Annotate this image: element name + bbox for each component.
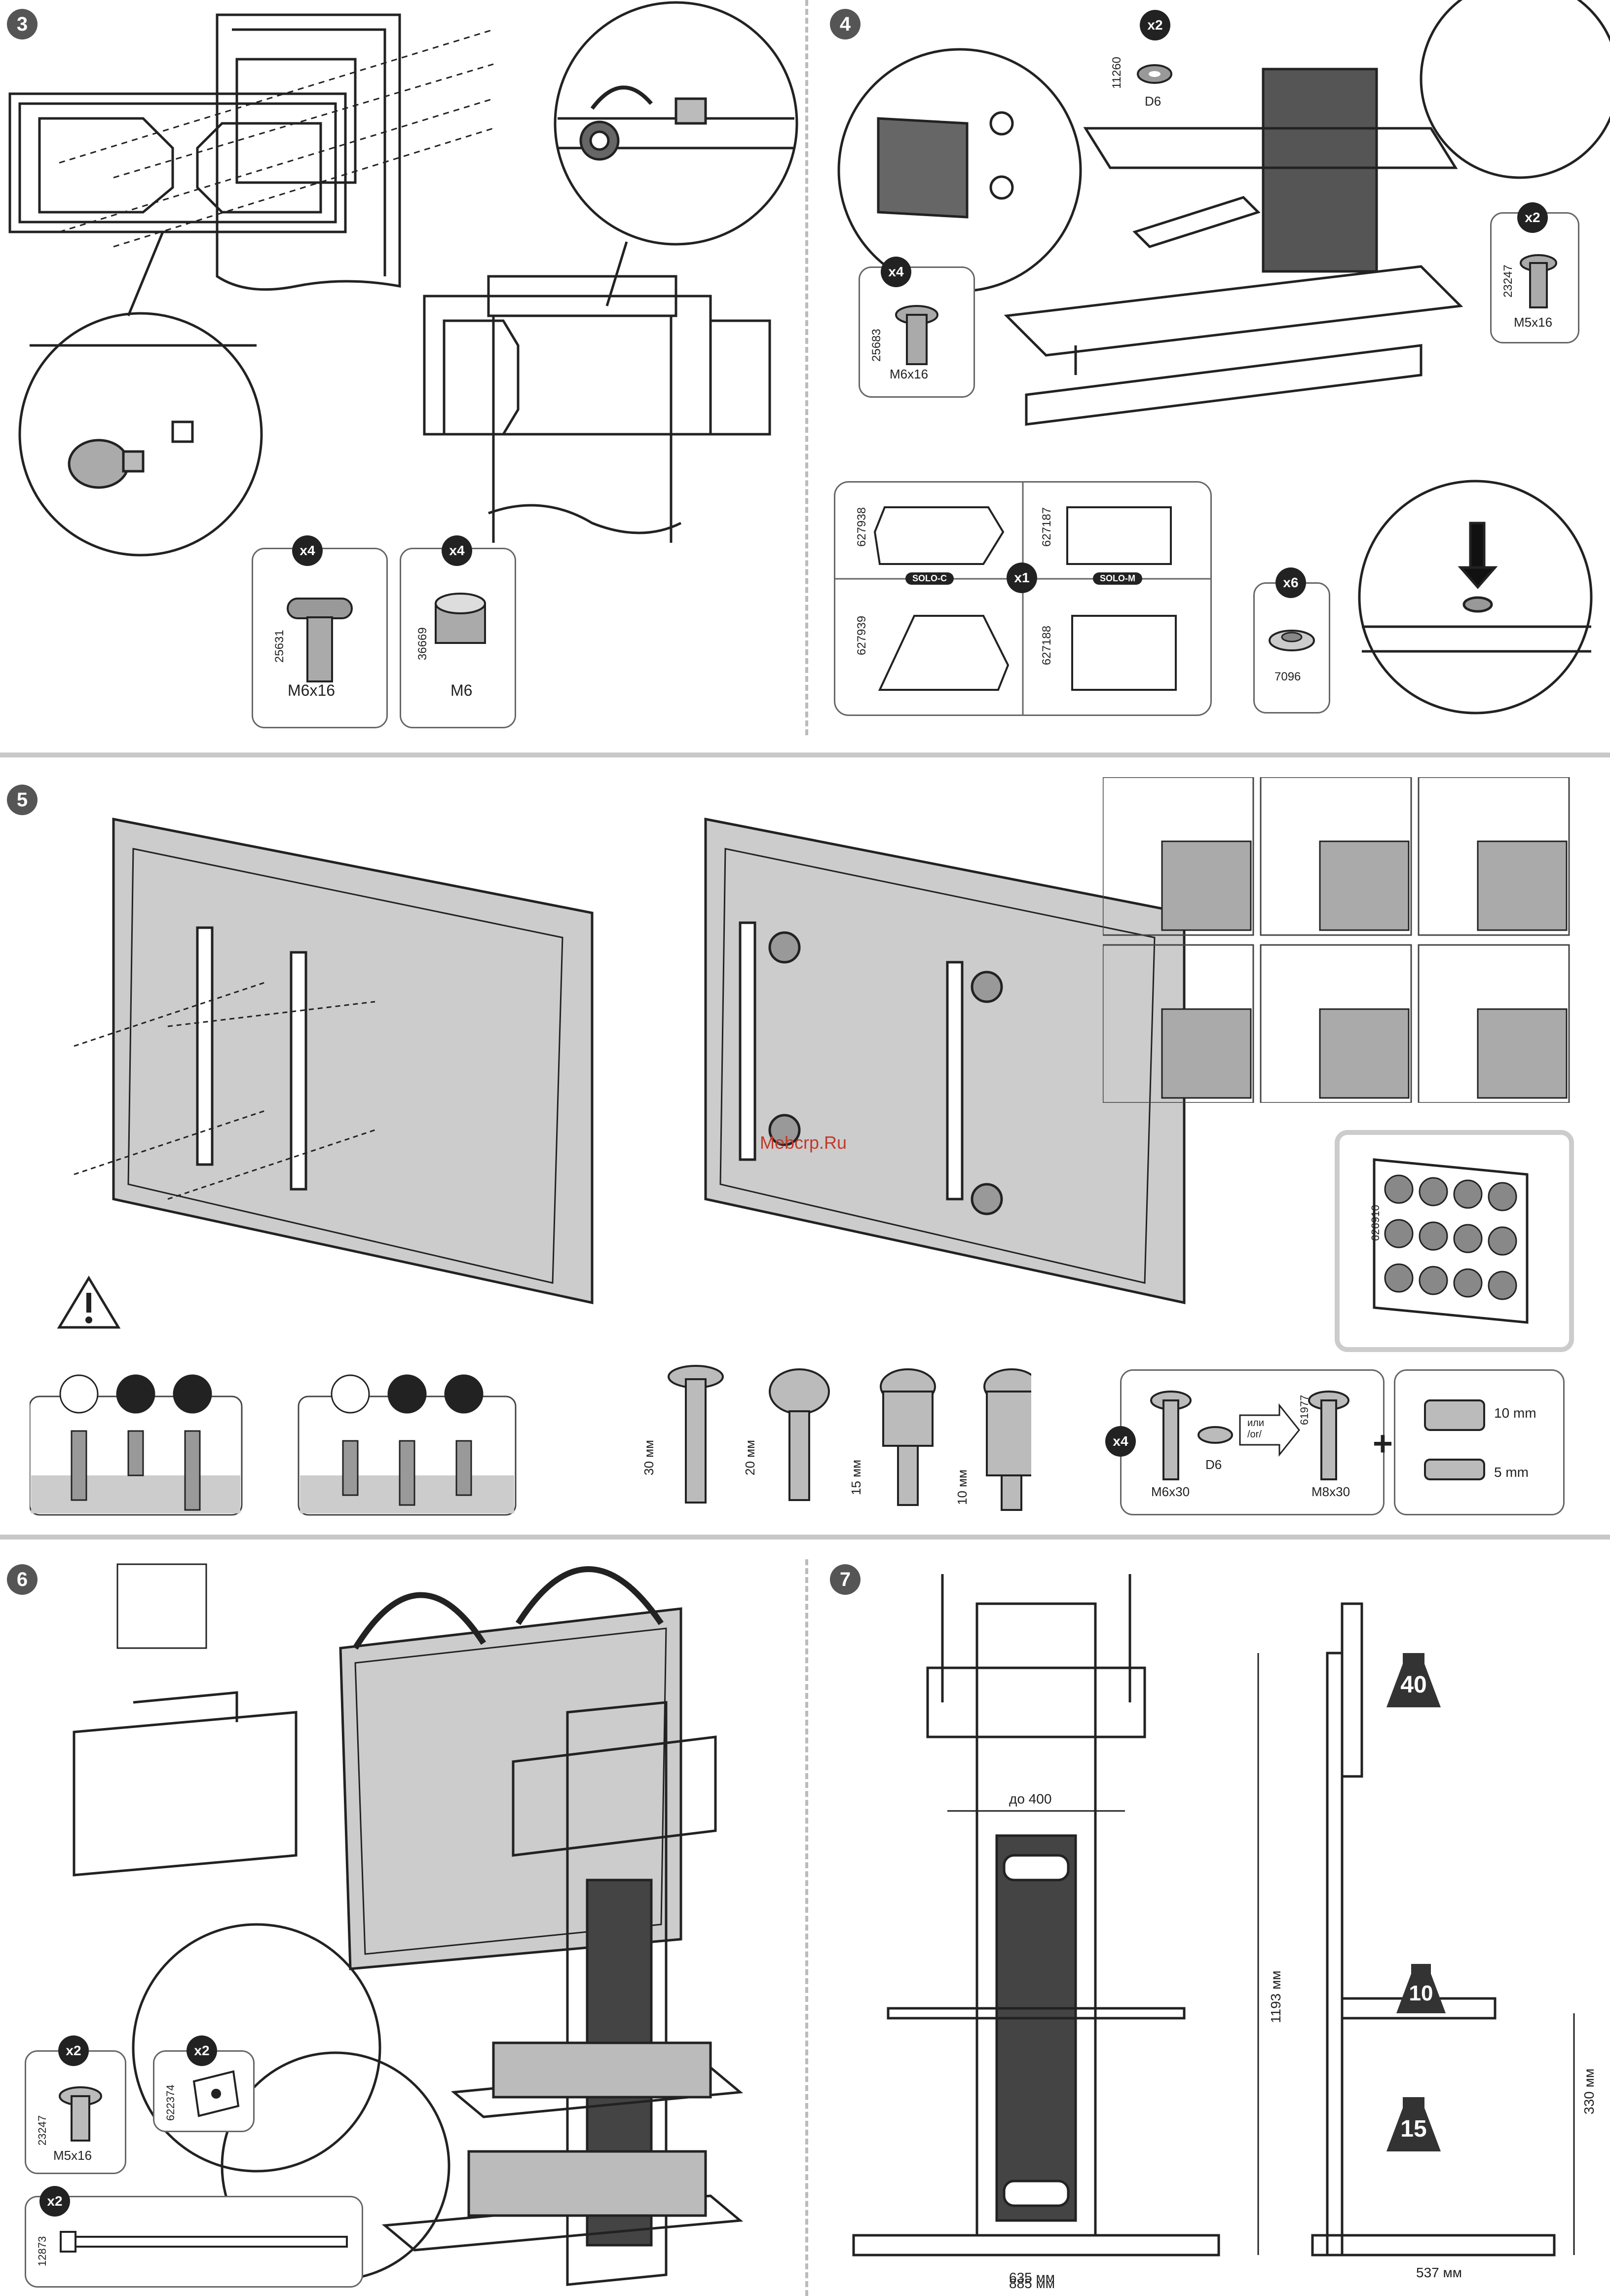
dimension-height: 1193 мм [1268,1970,1283,2024]
step-3-part-card-bolt: 25631 M6x16 [252,548,388,728]
step-4-part-card-foot-pad: 7096 [1253,582,1330,714]
step-3-part-card-nut: 36669 M6 [400,548,516,728]
step-5-number: 5 [7,785,37,815]
separator-vertical-bottom [805,1559,808,2296]
dimension-depth: 537 мм [1416,2265,1462,2280]
watermark: Mebcrp.Ru [760,1132,847,1153]
dimension-inner-width: 635 мм [1009,2270,1055,2285]
step-5-kit-qty: x4 [1105,1426,1136,1457]
step-5-spacer-card: 626910 [1335,1130,1574,1352]
separator-bottom [0,1535,1610,1540]
step-6-number: 6 [7,1564,37,1595]
step-4-shelf-label-solo-c: SOLO-C [905,572,954,585]
step-4-part-card-screw-m6: 25683 M6x16 [859,266,975,398]
step-5-screw-lengths [668,1365,1031,1511]
step-6-illustration [73,1563,744,2286]
step-4-number: 4 [830,9,861,39]
step-5-spacer-sizes: 10 mm 5 mm [1394,1369,1565,1515]
step-6-part-card-clip: 622374 [153,2050,255,2132]
step-4-part-qty-screw-m6: x4 [881,257,911,287]
step-5-kit-card: M6x30 D6 или /or/ 61977 M8x30 [1120,1369,1385,1515]
step-5-screw-warnings [30,1374,517,1516]
dimension-shelf-height: 330 мм [1581,2069,1597,2114]
step-4-part-card-screw-m5: 23247 M5x16 [1490,212,1579,343]
step-5-illustration [57,817,1186,1329]
step-7-dimension-drawing [852,1574,1575,2257]
dimension-vesa: до 400 [1009,1791,1052,1807]
step-3-part-qty-bolt: x4 [292,535,323,566]
separator-top [0,753,1610,757]
step-4-shelf-label-solo-m: SOLO-M [1093,572,1142,585]
step-4-part-qty-washer: x2 [1140,10,1170,40]
step-6-part-card-screw: 23247 M5x16 [25,2050,126,2174]
step-4-shelf-qty: x1 [1007,563,1037,593]
step-6-part-card-cable-tie: 12873 [25,2196,363,2288]
step-3-illustration [8,1,798,557]
step-3-number: 3 [7,9,37,39]
step-3-part-qty-nut: x4 [442,535,472,566]
step-5-spacer-diagrams [1103,777,1570,1103]
step-4-illustration [837,0,1610,715]
step-4-shelf-options: 627938 627187 627939 627188 [834,481,1212,716]
step-6-part-qty-screw: x2 [58,2035,89,2066]
step-6-part-qty-clip: x2 [187,2035,217,2066]
plus-icon: + [1373,1424,1393,1463]
step-4-part-qty-screw-m5: x2 [1517,202,1548,233]
step-7-number: 7 [830,1564,861,1595]
dimension-outer-width: 885 мм [1009,2276,1055,2291]
step-4-part-qty-foot-pad: x6 [1275,567,1306,598]
separator-vertical-top [805,0,808,735]
step-6-part-qty-cable-tie: x2 [39,2186,70,2217]
